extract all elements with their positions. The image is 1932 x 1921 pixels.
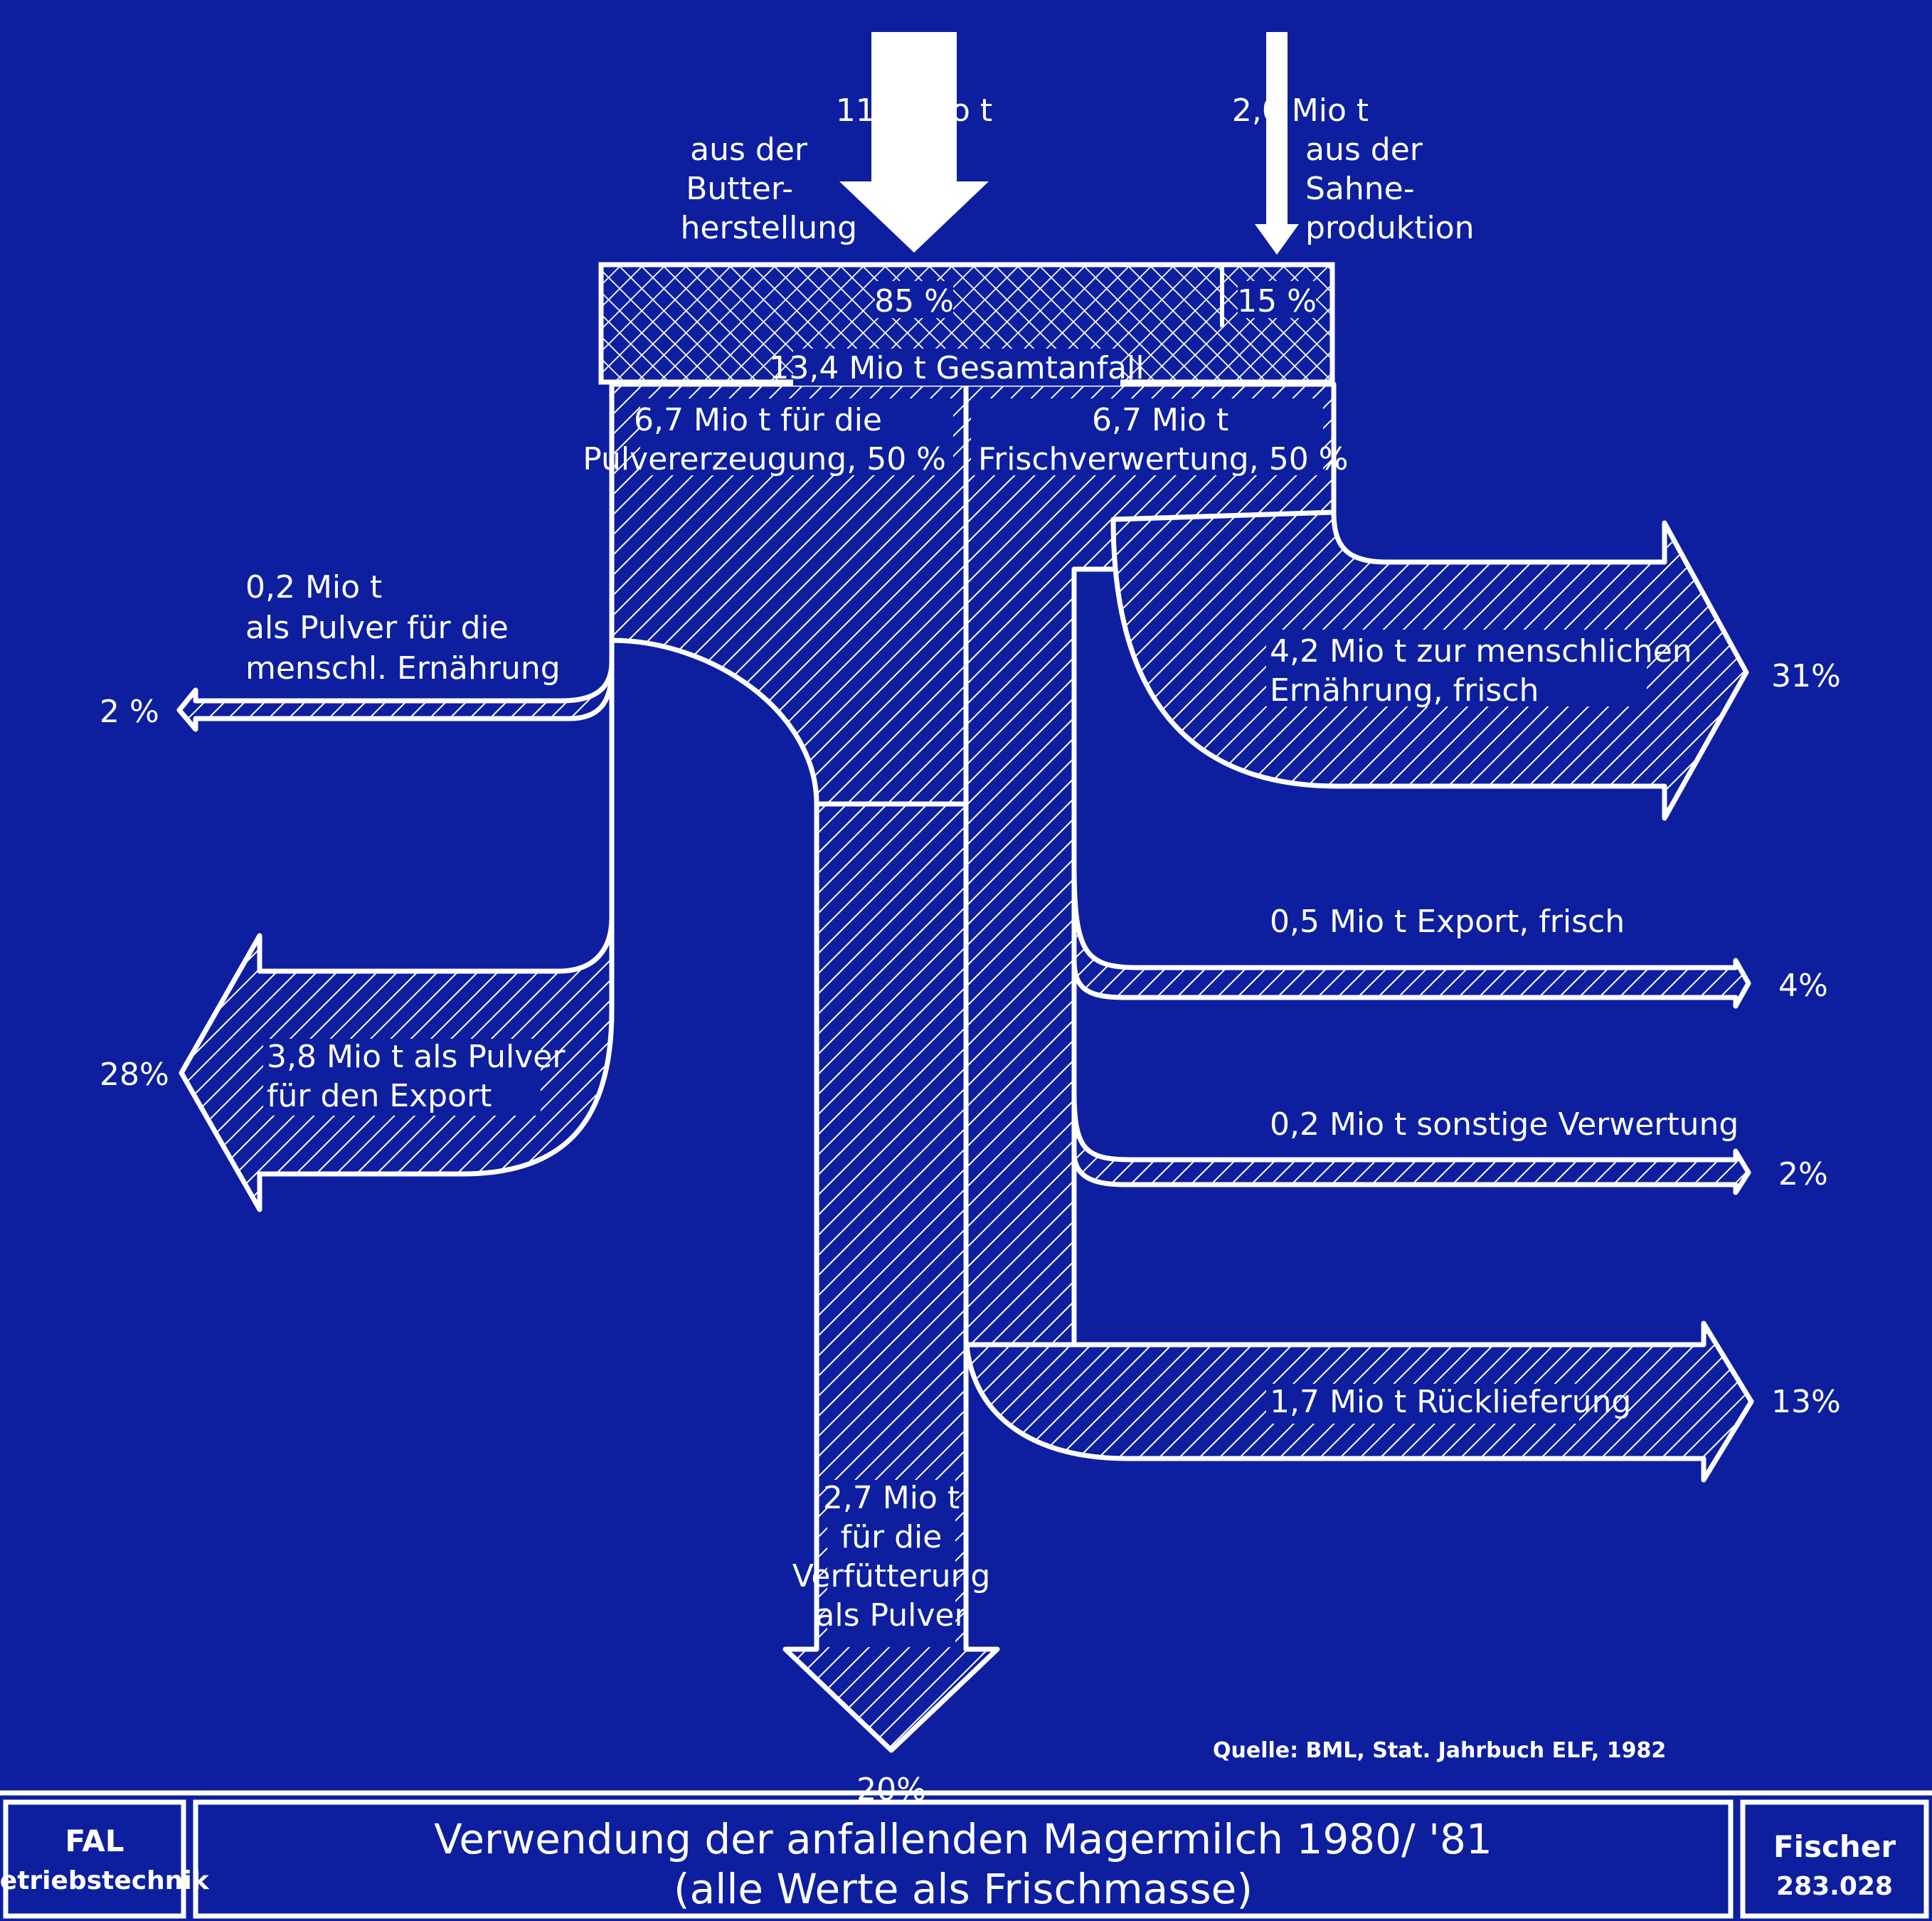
fresh-human-pct: 31%	[1771, 658, 1841, 694]
flow-arrow-fresh-other	[1071, 1089, 1751, 1195]
powder-human-pct: 2 %	[100, 694, 159, 730]
fresh-human-2: Ernährung, frisch	[1270, 672, 1539, 709]
fresh-other-label: 0,2 Mio t sonstige Verwertung	[1270, 1106, 1739, 1143]
flow-arrow-powder-human	[176, 588, 615, 732]
fresh-other-pct: 2%	[1778, 1156, 1828, 1192]
input-arrow-butter	[839, 32, 989, 253]
powder-feed-2: für die	[841, 1519, 943, 1555]
butter-desc-3: herstellung	[681, 210, 857, 246]
butter-desc-2: Butter-	[686, 171, 793, 207]
split-powder-2: Pulvererzeugung, 50 %	[583, 441, 946, 477]
cream-amount: 2,0 Mio t	[1232, 92, 1369, 129]
share-butter: 85 %	[874, 283, 954, 319]
footer	[0, 1790, 1932, 1919]
butter-amount: 11,4 Mio t	[836, 92, 992, 129]
footer-author: Fischer	[1773, 1829, 1896, 1864]
cream-desc-1: aus der	[1305, 132, 1423, 168]
fresh-export-label: 0,5 Mio t Export, frisch	[1270, 904, 1625, 940]
footer-title: Verwendung der anfallenden Magermilch 19…	[434, 1815, 1492, 1863]
cream-desc-3: produktion	[1305, 210, 1475, 246]
cream-desc-2: Sahne-	[1305, 171, 1415, 207]
fresh-export-pct: 4%	[1778, 968, 1828, 1004]
powder-feed-3: Verfütterung	[792, 1558, 991, 1594]
butter-desc-1: aus der	[690, 132, 808, 168]
total-label: 13,4 Mio t Gesamtanfall	[769, 350, 1144, 386]
powder-feed-4: als Pulver	[815, 1597, 967, 1634]
return-pct: 13%	[1771, 1384, 1841, 1420]
return-label: 1,7 Mio t Rücklieferung	[1270, 1384, 1631, 1420]
split-powder-1: 6,7 Mio t für die	[634, 402, 882, 438]
footer-code: 283.028	[1776, 1872, 1893, 1901]
powder-human-3: menschl. Ernährung	[245, 650, 561, 687]
source-note: Quelle: BML, Stat. Jahrbuch ELF, 1982	[1213, 1738, 1666, 1763]
powder-export-1: 3,8 Mio t als Pulver	[267, 1039, 566, 1075]
powder-human-1: 0,2 Mio t	[245, 569, 382, 605]
flow-trunk-powder	[609, 381, 969, 807]
split-fresh-1: 6,7 Mio t	[1092, 402, 1228, 438]
flow-arrow-fresh-export	[1071, 862, 1751, 1009]
powder-export-pct: 28%	[100, 1057, 169, 1093]
input-arrow-cream	[1255, 32, 1299, 255]
split-fresh-2: Frischverwertung, 50 %	[978, 441, 1348, 477]
powder-feed-1: 2,7 Mio t	[823, 1480, 960, 1516]
footer-dept: Betriebstechnik	[0, 1866, 210, 1895]
footer-org: FAL	[65, 1824, 124, 1858]
powder-human-2: als Pulver für die	[245, 610, 509, 646]
flow-arrow-powder-export	[179, 396, 615, 1212]
share-cream: 15 %	[1237, 283, 1317, 319]
powder-export-2: für den Export	[267, 1078, 492, 1114]
footer-subtitle: (alle Werte als Frischmasse)	[674, 1865, 1253, 1913]
fresh-human-1: 4,2 Mio t zur menschlichen	[1270, 633, 1692, 670]
